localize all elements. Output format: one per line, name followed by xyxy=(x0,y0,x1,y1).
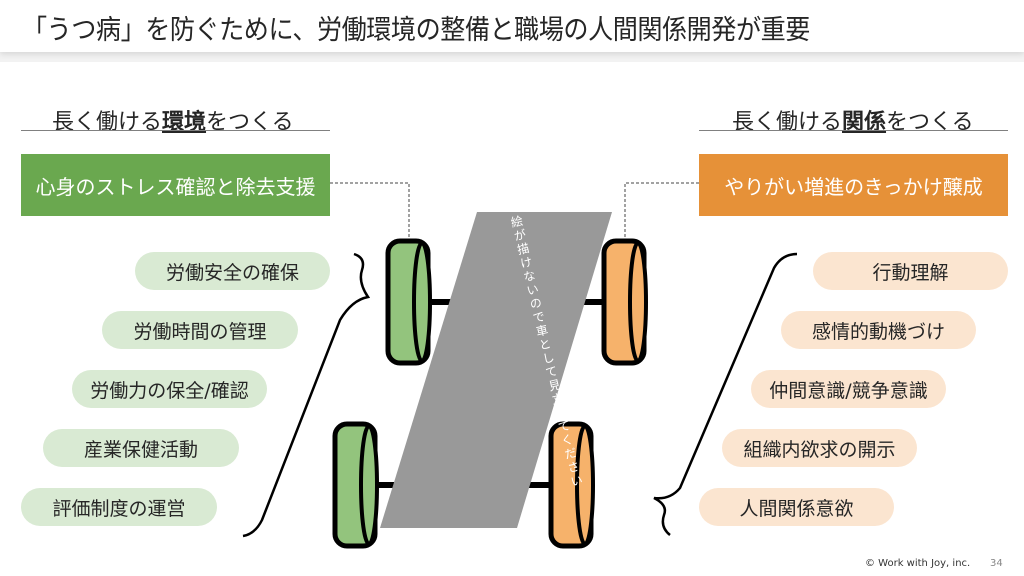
slide-title: 「うつ病」を防ぐために、労働環境の整備と職場の人間関係開発が重要 xyxy=(22,15,810,46)
right-main-box: やりがい増進のきっかけ醸成 xyxy=(699,154,1008,216)
left-item-label: 労働時間の管理 xyxy=(133,320,267,343)
car-body xyxy=(380,212,612,528)
left-item-pill: 労働安全の確保 xyxy=(135,252,330,290)
right-rear-wheel xyxy=(548,421,595,549)
right-heading-rule xyxy=(699,130,1008,131)
copyright: © Work with Joy, inc. xyxy=(865,558,971,569)
title-band xyxy=(0,52,1024,62)
left-item-pill: 労働力の保全/確認 xyxy=(72,370,267,408)
right-item-pill: 仲間意識/競争意識 xyxy=(751,370,946,408)
right-item-label: 仲間意識/競争意識 xyxy=(769,379,928,402)
left-heading-rule xyxy=(21,130,330,131)
title-bar: 「うつ病」を防ぐために、労働環境の整備と職場の人間関係開発が重要 xyxy=(0,0,1024,52)
right-item-pill: 行動理解 xyxy=(813,252,1008,290)
left-item-pill: 労働時間の管理 xyxy=(102,311,298,349)
page-number: 34 xyxy=(990,558,1003,569)
left-connector-dashed-line xyxy=(330,182,410,238)
right-item-label: 人間関係意欲 xyxy=(739,497,854,520)
left-rear-wheel xyxy=(332,421,379,549)
right-brace xyxy=(653,252,798,536)
left-brace xyxy=(242,252,371,538)
left-item-label: 評価制度の運営 xyxy=(52,497,186,520)
left-main-box-label: 心身のストレス確認と除去支援 xyxy=(35,174,316,199)
left-item-label: 産業保健活動 xyxy=(83,438,198,461)
right-main-box-label: やりがい増進のきっかけ醸成 xyxy=(724,174,983,199)
right-item-pill: 人間関係意欲 xyxy=(699,488,894,526)
left-item-label: 労働力の保全/確認 xyxy=(90,379,249,402)
right-item-pill: 組織内欲求の開示 xyxy=(722,429,917,467)
right-item-label: 行動理解 xyxy=(872,261,949,284)
left-front-wheel xyxy=(385,238,432,366)
right-item-label: 感情的動機づけ xyxy=(811,320,945,343)
left-item-label: 労働安全の確保 xyxy=(165,261,299,284)
right-item-pill: 感情的動機づけ xyxy=(781,311,976,349)
right-connector-dashed-line xyxy=(624,182,699,238)
left-main-box: 心身のストレス確認と除去支援 xyxy=(21,154,330,216)
left-item-pill: 評価制度の運営 xyxy=(21,488,217,526)
right-item-label: 組織内欲求の開示 xyxy=(743,438,896,461)
left-item-pill: 産業保健活動 xyxy=(43,429,239,467)
right-front-wheel xyxy=(601,238,648,366)
